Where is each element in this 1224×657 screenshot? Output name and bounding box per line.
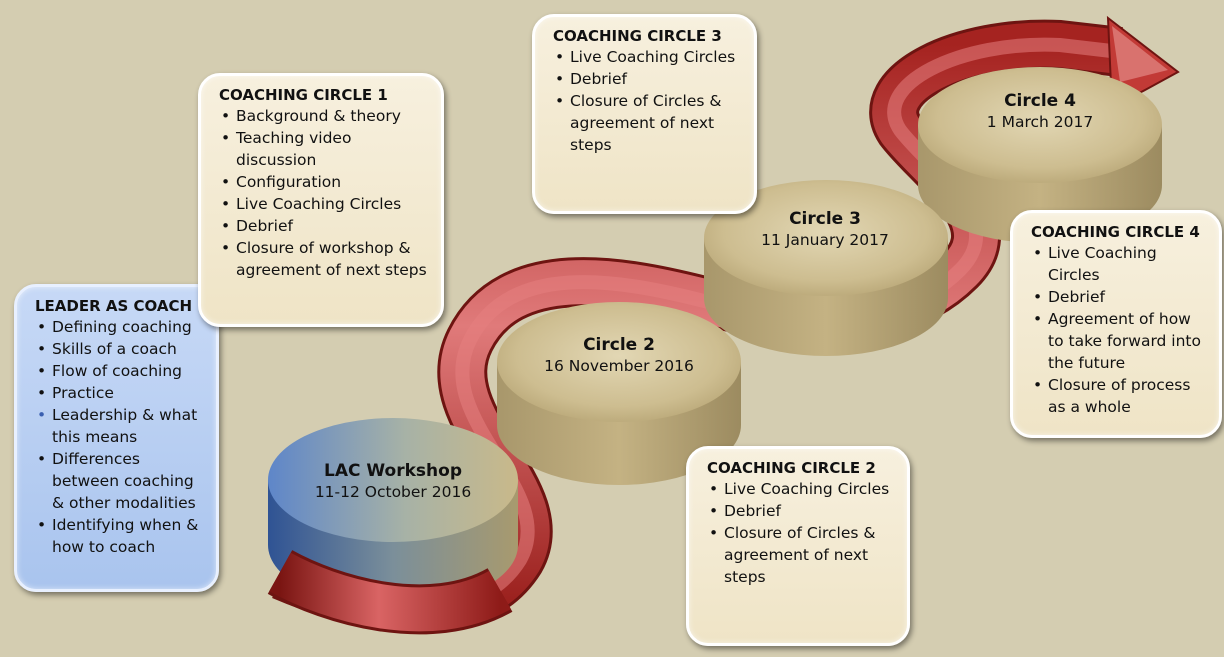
box-list: Live Coaching Circles Debrief Closure of… [707, 478, 897, 588]
stage-title: Circle 2 [583, 335, 655, 355]
timeline-ribbon [272, 15, 1180, 633]
list-item: Live Coaching Circles [553, 46, 744, 68]
coaching-circle-1-box: COACHING CIRCLE 1 Background & theory Te… [198, 73, 444, 327]
list-item: Debrief [219, 215, 431, 237]
list-item: Defining coaching [35, 316, 206, 338]
box-title: COACHING CIRCLE 3 [553, 27, 722, 45]
box-title: LEADER AS COACH [35, 297, 193, 315]
stage-title: Circle 3 [789, 209, 861, 229]
list-item: Closure of Circles & agreement of next s… [707, 522, 897, 588]
stage-circle-2: Circle 2 16 November 2016 [524, 334, 714, 376]
stage-date: 1 March 2017 [986, 113, 1094, 131]
stage-circle-3: Circle 3 11 January 2017 [730, 208, 920, 250]
stage-circle-4: Circle 4 1 March 2017 [945, 90, 1135, 132]
box-list: Live Coaching Circles Debrief Closure of… [553, 46, 744, 156]
stage-date: 11 January 2017 [761, 231, 889, 249]
box-title: COACHING CIRCLE 2 [707, 459, 876, 477]
coaching-circle-3-box: COACHING CIRCLE 3 Live Coaching Circles … [532, 14, 757, 214]
list-item: Closure of Circles & agreement of next s… [553, 90, 744, 156]
disc-circle-2 [497, 302, 741, 485]
disc-circle-3 [704, 180, 948, 356]
leader-as-coach-box: LEADER AS COACH Defining coaching Skills… [14, 284, 219, 592]
coaching-circle-4-box: COACHING CIRCLE 4 Live Coaching Circles … [1010, 210, 1222, 438]
stage-title: Circle 4 [1004, 91, 1076, 111]
list-item: Live Coaching Circles [707, 478, 897, 500]
list-item: Agreement of how to take forward into th… [1031, 308, 1209, 374]
list-item: Practice [35, 382, 206, 404]
list-item: Configuration [219, 171, 431, 193]
list-item: Background & theory [219, 105, 431, 127]
list-item: Debrief [553, 68, 744, 90]
box-list: Background & theory Teaching video discu… [219, 105, 431, 281]
ribbon-front-segment [267, 549, 513, 635]
list-item: Flow of coaching [35, 360, 206, 382]
list-item: Live Coaching Circles [219, 193, 431, 215]
box-title: COACHING CIRCLE 4 [1031, 223, 1200, 241]
list-item: Debrief [707, 500, 897, 522]
list-item: Debrief [1031, 286, 1209, 308]
list-item: Teaching video discussion [219, 127, 431, 171]
list-item: Differences between coaching & other mod… [35, 448, 206, 514]
list-item: Live Coaching Circles [1031, 242, 1209, 286]
stage-title: LAC Workshop [324, 461, 462, 481]
list-item: Closure of workshop & agreement of next … [219, 237, 431, 281]
box-title: COACHING CIRCLE 1 [219, 86, 388, 104]
coaching-circle-2-box: COACHING CIRCLE 2 Live Coaching Circles … [686, 446, 910, 646]
list-item: Closure of process as a whole [1031, 374, 1209, 418]
list-item: Leadership & what this means [35, 404, 206, 448]
stage-date: 11-12 October 2016 [314, 483, 472, 501]
stage-date: 16 November 2016 [544, 357, 694, 375]
box-list: Live Coaching Circles Debrief Agreement … [1031, 242, 1209, 418]
stage-lac-workshop: LAC Workshop 11-12 October 2016 [298, 460, 488, 502]
list-item: Skills of a coach [35, 338, 206, 360]
list-item: Identifying when & how to coach [35, 514, 206, 558]
box-list: Defining coaching Skills of a coach Flow… [35, 316, 206, 558]
